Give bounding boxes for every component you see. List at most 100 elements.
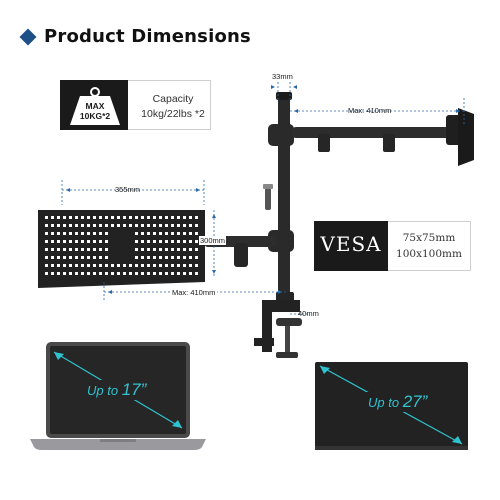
tray-hole	[141, 216, 144, 219]
tray-hole	[63, 272, 66, 275]
monitor-arm	[292, 127, 452, 138]
tray-hole	[93, 224, 96, 227]
arm-joint	[318, 134, 330, 152]
tray-hole	[69, 240, 72, 243]
tray-hole	[135, 248, 138, 251]
tray-hole	[189, 224, 192, 227]
tray-hole	[81, 248, 84, 251]
tray-hole	[147, 248, 150, 251]
tray-hole	[135, 272, 138, 275]
tray-hole	[123, 224, 126, 227]
tray-hole	[183, 232, 186, 235]
tray-hole	[147, 272, 150, 275]
tray-hole	[177, 240, 180, 243]
tray-hole	[111, 216, 114, 219]
arrow-icon	[320, 366, 330, 374]
tray-hole	[165, 272, 168, 275]
tray-hole	[93, 216, 96, 219]
tray-hole	[153, 240, 156, 243]
tray-hole	[177, 248, 180, 251]
tray-arm-length-label: Max: 410mm	[170, 288, 218, 297]
tray-hole	[57, 256, 60, 259]
tray-hole	[165, 240, 168, 243]
pole-cap	[276, 92, 292, 100]
tray-hole	[93, 272, 96, 275]
tray-hole	[165, 256, 168, 259]
adjust-knob	[265, 188, 271, 210]
tray-hole	[159, 240, 162, 243]
tray-hole	[141, 232, 144, 235]
tray-ventilation-holes	[45, 216, 198, 275]
pole-base	[276, 292, 294, 302]
tray-hole	[177, 232, 180, 235]
tray-hole	[87, 248, 90, 251]
tray-hole	[171, 240, 174, 243]
tray-width-label: 355mm	[115, 185, 141, 194]
tray-hole	[183, 216, 186, 219]
tray-hole	[81, 232, 84, 235]
tray-hole	[105, 240, 108, 243]
tray-hole	[153, 256, 156, 259]
tray-hole	[135, 216, 138, 219]
tray-arm-joint	[234, 243, 248, 267]
tray-hole	[51, 264, 54, 267]
laptop-notch	[100, 439, 136, 442]
tray-hole	[87, 272, 90, 275]
tray-hole	[165, 224, 168, 227]
clamp-screw	[285, 326, 290, 354]
tray-hole	[117, 272, 120, 275]
tray-hole	[189, 256, 192, 259]
tray-hole	[129, 264, 132, 267]
clamp-foot	[254, 338, 274, 346]
tray-hole	[63, 216, 66, 219]
tray-hole	[135, 232, 138, 235]
tray-hole	[123, 216, 126, 219]
tray-hole	[129, 216, 132, 219]
tray-hole	[141, 224, 144, 227]
tray-hole	[93, 232, 96, 235]
page-title: Product Dimensions	[44, 26, 251, 47]
tray-hole	[69, 232, 72, 235]
tray-hole	[183, 248, 186, 251]
arm-joint	[383, 134, 395, 152]
tray-hole	[45, 232, 48, 235]
tray-hole	[87, 256, 90, 259]
tray-hole	[105, 264, 108, 267]
tray-hole	[81, 224, 84, 227]
capacity-badge-bottom: 10KG*2	[79, 111, 111, 121]
tray-hole	[51, 224, 54, 227]
tray-hole	[99, 216, 102, 219]
clamp-knob	[276, 352, 298, 358]
clamp-pad	[276, 318, 302, 326]
tray-hole	[177, 264, 180, 267]
tray-hole	[117, 216, 120, 219]
tray-hole	[123, 264, 126, 267]
monitor-size-prefix: Up to	[368, 395, 403, 410]
tray-hole	[87, 232, 90, 235]
tray-hole	[189, 248, 192, 251]
laptop-size-label: Up to 17”	[84, 380, 150, 400]
tray-hole	[51, 248, 54, 251]
tray-hole	[147, 216, 150, 219]
tray-hole	[69, 256, 72, 259]
tray-hole	[177, 256, 180, 259]
tray-hole	[153, 248, 156, 251]
tray-hole	[45, 256, 48, 259]
tray-hole	[177, 216, 180, 219]
tray-hole	[75, 224, 78, 227]
clamp-opening-label: 40mm	[298, 309, 319, 318]
capacity-label: Capacity	[152, 93, 194, 105]
tray-hole	[147, 232, 150, 235]
tray-hole	[45, 248, 48, 251]
tray-hole	[81, 272, 84, 275]
capacity-badge-text: MAX 10KG*2	[68, 101, 122, 121]
vesa-plate	[458, 108, 474, 166]
arm-length-label: Max: 410mm	[348, 106, 392, 115]
tray-hole	[171, 264, 174, 267]
pole-width-label: 33mm	[272, 72, 293, 81]
tray-hole	[57, 264, 60, 267]
tray-hole	[141, 248, 144, 251]
tray-hole	[165, 232, 168, 235]
